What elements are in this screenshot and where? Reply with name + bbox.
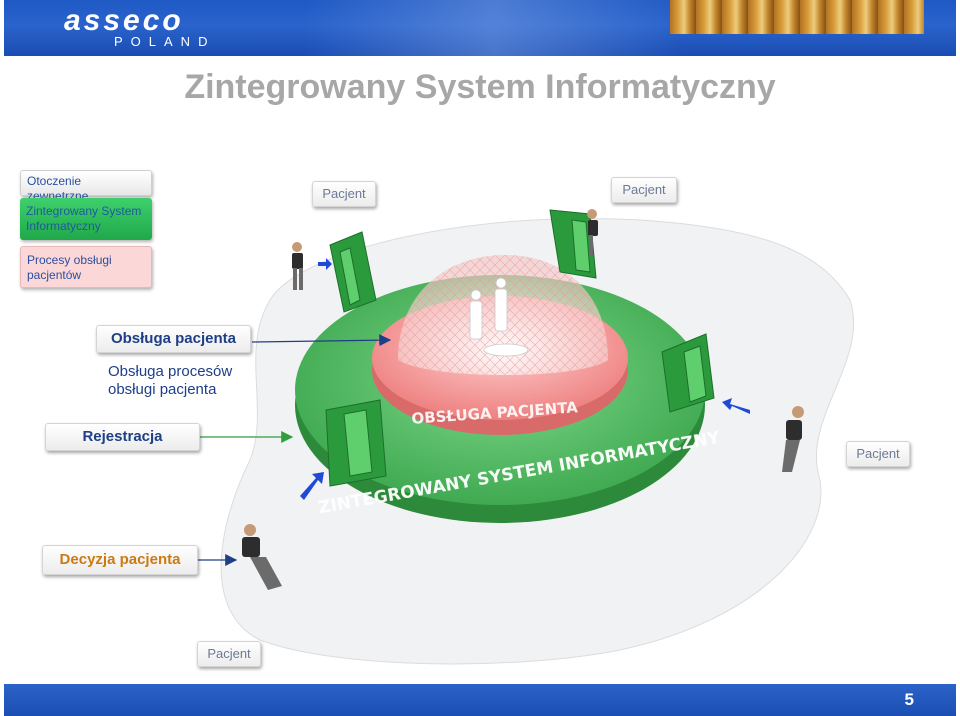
gate-top-right	[549, 209, 597, 279]
person-dark-top-right	[587, 209, 598, 255]
label-pacjent-right: Pacjent	[846, 441, 910, 467]
label-obsluga-description: Obsługa procesów obsługi pacjenta	[108, 363, 233, 398]
page-title: Zintegrowany System Informatyczny	[184, 68, 776, 106]
people-white-inside-dome	[469, 277, 529, 357]
blue-arrow-top	[318, 258, 332, 270]
logo-subtitle: POLAND	[114, 34, 216, 49]
label-rejestracja: Rejestracja	[45, 423, 200, 451]
menu-item-procesy[interactable]: Procesy obsługi pacjentów	[20, 246, 152, 288]
gate-left	[325, 399, 387, 487]
header-columns-image	[670, 0, 924, 34]
label-pacjent-top-right: Pacjent	[611, 177, 677, 203]
logo-wordmark: asseco	[64, 4, 184, 37]
label-pacjent-bottom: Pacjent	[197, 641, 261, 667]
person-dark-right	[782, 406, 804, 472]
header-highlight	[304, 0, 684, 56]
footer-bar	[4, 684, 956, 716]
person-dark-top-left	[292, 242, 303, 290]
blue-arrow-right	[722, 398, 750, 414]
page-number: 5	[904, 690, 914, 709]
arrow-obsluga	[251, 334, 392, 347]
header-bar: asseco POLAND	[4, 0, 956, 56]
gate-right	[661, 333, 715, 413]
gate-top-left	[329, 231, 377, 313]
person-dark-bottom	[242, 524, 282, 590]
blue-arrow-left	[300, 472, 324, 500]
menu-item-zintegrowany-system[interactable]: Zintegrowany System Informatyczny	[20, 198, 152, 240]
label-decyzja-pacjenta: Decyzja pacjenta	[42, 545, 198, 575]
label-obsluga-pacjenta: Obsługa pacjenta	[96, 325, 251, 353]
label-pacjent-top-left: Pacjent	[312, 181, 376, 207]
